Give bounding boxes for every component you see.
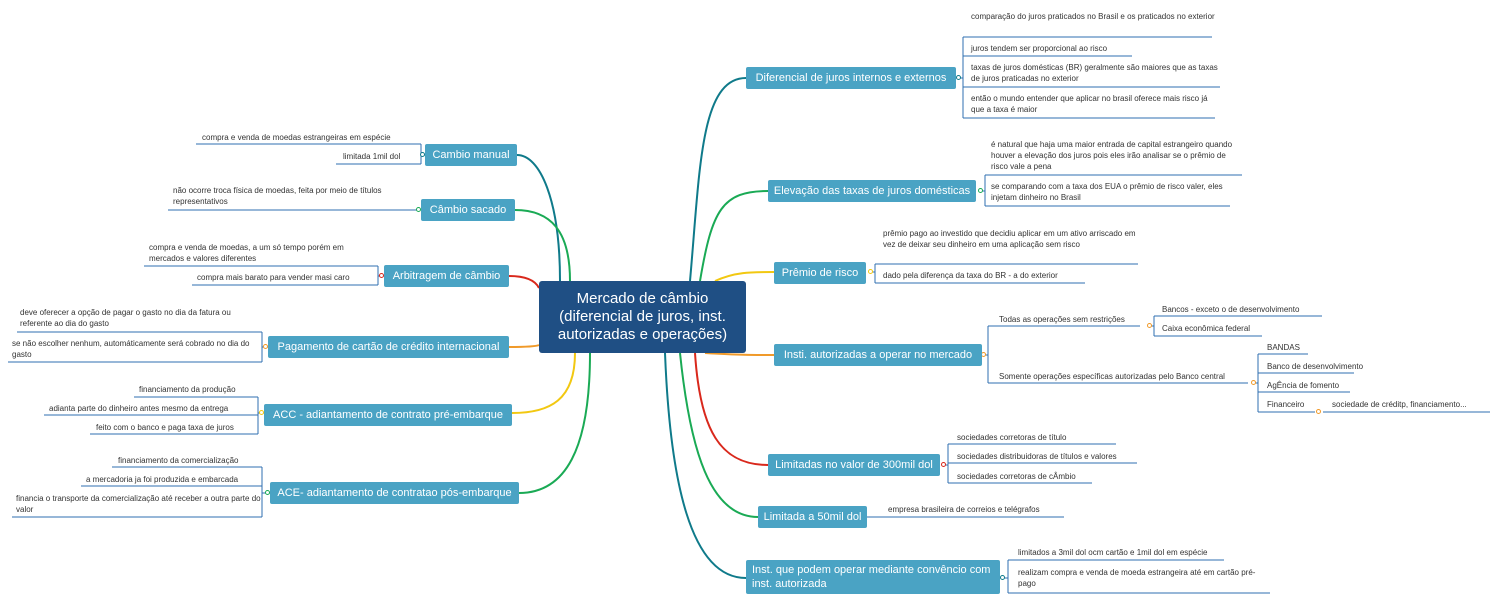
collapse-dot[interactable] xyxy=(868,269,873,274)
item-financeiro: Financeiro xyxy=(1267,400,1305,409)
leaf-text: então o mundo entender que aplicar no br… xyxy=(971,94,1208,114)
collapse-dot[interactable] xyxy=(1251,380,1256,385)
leaf-text: realizam compra e venda de moeda estrang… xyxy=(1018,568,1256,588)
collapse-dot[interactable] xyxy=(1316,409,1321,414)
item-bandas: BANDAS xyxy=(1267,343,1300,352)
collapse-dot[interactable] xyxy=(265,490,270,495)
item-sociedade-credito: sociedade de créditp, financiamento... xyxy=(1332,400,1467,409)
branch-inst-convenio[interactable]: Inst. que podem operar mediante convênci… xyxy=(746,560,1000,594)
leaf-text: comparação do juros praticados no Brasil… xyxy=(971,12,1215,21)
leaf-text: se não escolher nenhum, automáticamente … xyxy=(12,339,250,359)
leaf-text: prêmio pago ao investido que decidiu apl… xyxy=(883,229,1136,249)
leaf-text: financiamento da comercialização xyxy=(118,456,239,465)
branch-cambio-manual[interactable]: Cambio manual xyxy=(425,144,517,166)
leaf-text: feito com o banco e paga taxa de juros xyxy=(96,423,234,432)
leaf-text: empresa brasileira de correios e telégra… xyxy=(888,505,1040,514)
collapse-dot[interactable] xyxy=(978,188,983,193)
leaf-text: adianta parte do dinheiro antes mesmo da… xyxy=(49,404,229,413)
item-bancos: Bancos - exceto o de desenvolvimento xyxy=(1162,305,1300,314)
branch-premio-risco[interactable]: Prêmio de risco xyxy=(774,262,866,284)
leaf-text: dado pela diferença da taxa do BR - a do… xyxy=(883,271,1058,280)
leaf-text: compra mais barato para vender masi caro xyxy=(197,273,350,282)
branch-pagamento-cartao[interactable]: Pagamento de cartão de crédito internaci… xyxy=(268,336,509,358)
item-banco-desenvolvimento: Banco de desenvolvimento xyxy=(1267,362,1364,371)
leaf-text: taxas de juros domésticas (BR) geralment… xyxy=(971,63,1218,83)
leaf-text: financia o transporte da comercialização… xyxy=(16,494,261,514)
branch-acc[interactable]: ACC - adiantamento de contrato pré-embar… xyxy=(264,404,512,426)
collapse-dot[interactable] xyxy=(1147,323,1152,328)
leaf-text: sociedades corretoras de título xyxy=(957,433,1067,442)
collapse-dot[interactable] xyxy=(379,273,384,278)
branch-limitada-50mil[interactable]: Limitada a 50mil dol xyxy=(758,506,867,528)
leaf-text: limitados a 3mil dol ocm cartão e 1mil d… xyxy=(1018,548,1208,557)
sub-topic-somente: Somente operações específicas autorizada… xyxy=(999,372,1225,381)
sub-topic-todas: Todas as operações sem restrições xyxy=(999,315,1125,324)
branch-elevacao-juros[interactable]: Elevação das taxas de juros domésticas xyxy=(768,180,976,202)
leaf-text: não ocorre troca física de moedas, feita… xyxy=(173,186,382,206)
collapse-dot[interactable] xyxy=(956,75,961,80)
leaf-text: sociedades corretoras de cÂmbio xyxy=(957,472,1076,481)
item-agencia-fomento: AgÊncia de fomento xyxy=(1267,381,1340,390)
branch-diferencial-juros[interactable]: Diferencial de juros internos e externos xyxy=(746,67,956,89)
leaf-text: a mercadoria ja foi produzida e embarcad… xyxy=(86,475,239,484)
leaf-text: compra e venda de moedas estrangeiras em… xyxy=(202,133,391,142)
branch-insti-autorizadas[interactable]: Insti. autorizadas a operar no mercado xyxy=(774,344,982,366)
branch-limitadas-300mil[interactable]: Limitadas no valor de 300mil dol xyxy=(768,454,940,476)
leaf-text: financiamento da produção xyxy=(139,385,236,394)
collapse-dot[interactable] xyxy=(1000,575,1005,580)
leaf-text: limitada 1mil dol xyxy=(343,152,401,161)
item-caixa: Caixa econômica federal xyxy=(1162,324,1251,333)
central-topic[interactable]: Mercado de câmbio (diferencial de juros,… xyxy=(539,281,746,353)
leaf-text: juros tendem ser proporcional ao risco xyxy=(971,44,1108,53)
collapse-dot[interactable] xyxy=(259,410,264,415)
leaf-text: se comparando com a taxa dos EUA o prêmi… xyxy=(991,182,1223,202)
leaf-text: é natural que haja uma maior entrada de … xyxy=(991,140,1233,171)
branch-ace[interactable]: ACE- adiantamento de contratao pós-embar… xyxy=(270,482,519,504)
collapse-dot[interactable] xyxy=(941,462,946,467)
collapse-dot[interactable] xyxy=(263,344,268,349)
branch-cambio-sacado[interactable]: Câmbio sacado xyxy=(421,199,515,221)
leaf-text: sociedades distribuidoras de títulos e v… xyxy=(957,452,1117,461)
leaf-text: compra e venda de moedas, a um só tempo … xyxy=(149,243,344,263)
collapse-dot[interactable] xyxy=(416,207,421,212)
leaf-text: deve oferecer a opção de pagar o gasto n… xyxy=(20,308,231,328)
branch-arbitragem-cambio[interactable]: Arbitragem de câmbio xyxy=(384,265,509,287)
collapse-dot[interactable] xyxy=(420,152,425,157)
